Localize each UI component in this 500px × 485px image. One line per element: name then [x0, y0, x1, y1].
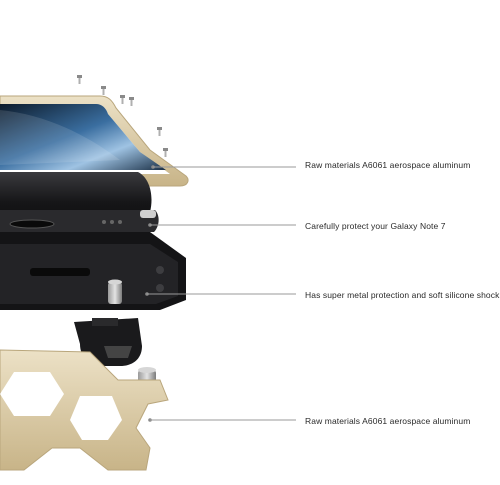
metal-plug-1: [108, 279, 122, 304]
callout-top-frame: Raw materials A6061 aerospace aluminum: [305, 160, 471, 170]
screw-icon: [101, 86, 106, 95]
screw-icon: [157, 127, 162, 136]
screw-icon: [129, 97, 134, 106]
callout-bottom-frame: Raw materials A6061 aerospace aluminum: [305, 416, 471, 426]
leader-lines: [145, 165, 296, 422]
callout-case: Has super metal protection and soft sili…: [305, 290, 500, 300]
shockproof-case: [0, 232, 186, 310]
callout-phone: Carefully protect your Galaxy Note 7: [305, 221, 446, 231]
screw-icon: [120, 95, 125, 104]
screw-icon: [77, 75, 82, 84]
screws: [77, 75, 168, 157]
phone-screen: [0, 104, 166, 170]
screw-icon: [163, 148, 168, 157]
bottom-aluminum-frame: [0, 349, 169, 471]
phone-body: [0, 172, 159, 232]
